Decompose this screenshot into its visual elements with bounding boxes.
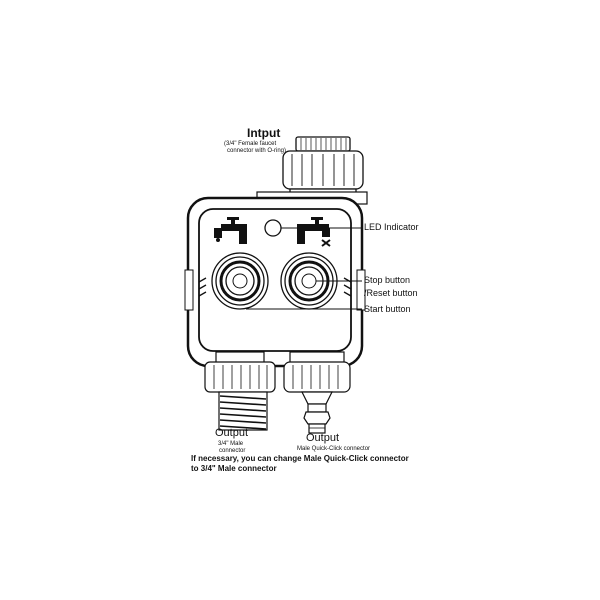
left-output-desc-line2: connector: [219, 448, 246, 454]
left-output-connector: [204, 351, 276, 431]
left-output-desc-line1: 3/4" Male: [218, 441, 244, 447]
led-indicator-label: LED Indicator: [364, 222, 419, 232]
input-description-line1: (3/4" Female faucet: [224, 141, 277, 147]
input-title: Intput: [247, 126, 281, 140]
input-description-line2: connector with O-ring): [227, 148, 287, 154]
left-vent-marks: [198, 277, 207, 297]
leader-lines: [246, 227, 362, 310]
start-button: [211, 252, 269, 310]
right-output-connector: [283, 351, 351, 434]
led-indicator: [264, 219, 282, 237]
right-output-title: Output: [306, 432, 340, 444]
reset-button-label: /Reset button: [364, 288, 418, 298]
faucet-off-icon: [297, 217, 331, 247]
faucet-on-icon: [214, 217, 247, 244]
start-button-label: Start button: [364, 304, 411, 314]
left-output-title: Output: [215, 427, 249, 439]
note-line2: to 3/4" Male connector: [191, 464, 277, 473]
right-output-desc: Male Quick-Click connector: [297, 446, 371, 452]
stop-button-label: Stop button: [364, 275, 411, 285]
note-line1: If necessary, you can change Male Quick-…: [191, 454, 409, 463]
input-connector: [282, 136, 364, 200]
timer-body: [184, 196, 366, 368]
